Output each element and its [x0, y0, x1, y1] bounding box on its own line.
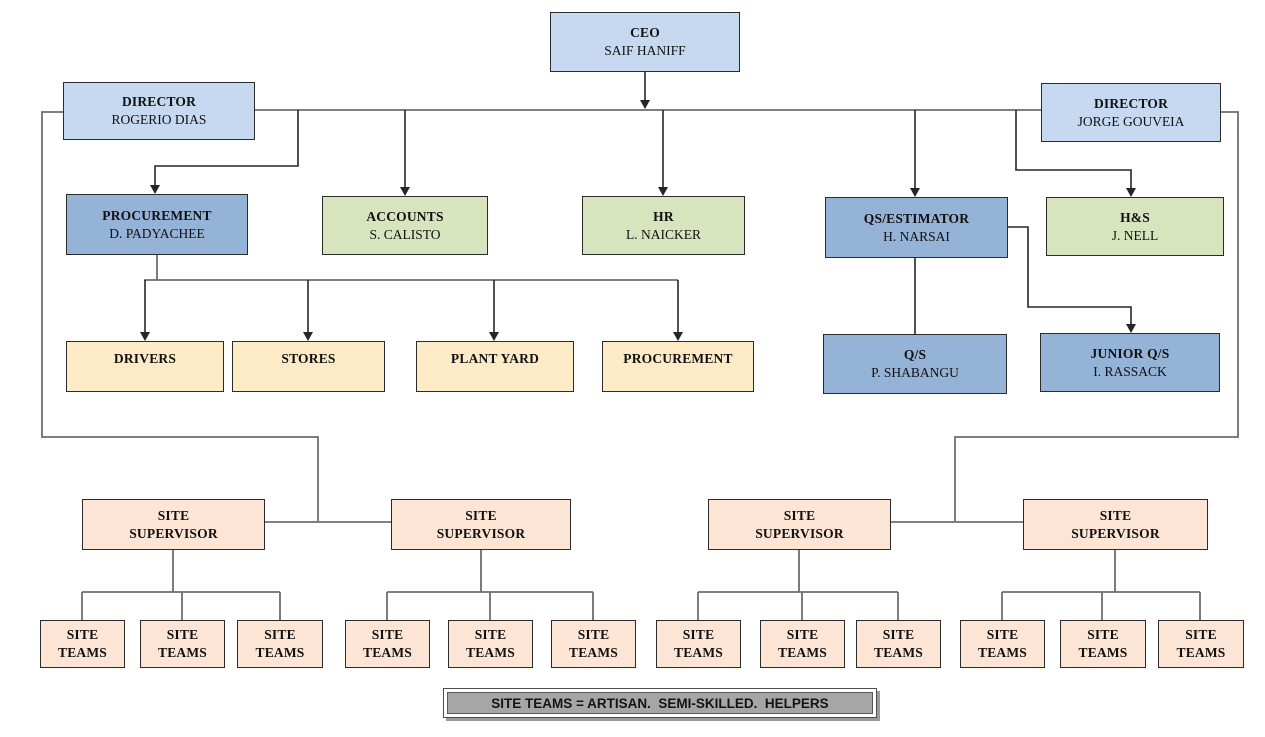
node-site-supervisor-4: SITE SUPERVISOR [1023, 499, 1208, 550]
node-title: SITE TEAMS [673, 627, 723, 660]
node-site-team-7: SITE TEAMS [656, 620, 741, 668]
node-title: SITE SUPERVISOR [755, 507, 844, 541]
node-title: ACCOUNTS [366, 208, 444, 224]
node-title: Q/S [903, 347, 927, 363]
node-name: I. RASSACK [1093, 363, 1167, 379]
node-title: PROCUREMENT [102, 207, 212, 223]
node-junior-qs: JUNIOR Q/S I. RASSACK [1040, 333, 1220, 392]
node-site-team-6: SITE TEAMS [551, 620, 636, 668]
node-site-team-2: SITE TEAMS [140, 620, 225, 668]
node-site-team-10: SITE TEAMS [960, 620, 1045, 668]
node-title: SITE TEAMS [157, 627, 207, 660]
node-title: SITE SUPERVISOR [1071, 507, 1160, 541]
node-director-jorge: DIRECTOR JORGE GOUVEIA [1041, 83, 1221, 142]
node-title: DIRECTOR [121, 94, 197, 110]
node-site-team-12: SITE TEAMS [1158, 620, 1244, 668]
node-title: SITE TEAMS [873, 627, 923, 660]
node-title: SITE SUPERVISOR [129, 507, 218, 541]
node-site-team-11: SITE TEAMS [1060, 620, 1146, 668]
node-site-team-5: SITE TEAMS [448, 620, 533, 668]
node-title: HR [653, 208, 674, 224]
node-name: JORGE GOUVEIA [1077, 113, 1185, 129]
node-name: SAIF HANIFF [604, 43, 686, 58]
node-title: DIRECTOR [1093, 95, 1169, 111]
node-name: ROGERIO DIAS [111, 112, 207, 127]
node-title: PLANT YARD [450, 351, 540, 366]
node-stores: STORES [232, 341, 385, 392]
legend-bar: SITE TEAMS = ARTISAN. SEMI-SKILLED. HELP… [443, 688, 877, 718]
node-site-team-4: SITE TEAMS [345, 620, 430, 668]
node-title: SITE TEAMS [777, 627, 827, 660]
node-site-team-3: SITE TEAMS [237, 620, 323, 668]
node-title: SITE TEAMS [362, 627, 412, 660]
node-procurement-dept: PROCUREMENT [602, 341, 754, 392]
node-qs: Q/S P. SHABANGU [823, 334, 1007, 394]
node-title: SITE TEAMS [1078, 627, 1128, 660]
node-title: SITE TEAMS [57, 627, 107, 660]
legend-text: SITE TEAMS = ARTISAN. SEMI-SKILLED. HELP… [447, 692, 873, 714]
node-health-safety: H&S J. NELL [1046, 197, 1224, 256]
node-name: P. SHABANGU [871, 365, 959, 380]
node-title: SITE TEAMS [1176, 627, 1226, 660]
node-hr: HR L. NAICKER [582, 196, 745, 255]
node-title: SITE SUPERVISOR [436, 507, 526, 541]
node-site-team-9: SITE TEAMS [856, 620, 941, 668]
node-accounts: ACCOUNTS S. CALISTO [322, 196, 488, 255]
node-title: SITE TEAMS [568, 627, 618, 660]
node-site-team-1: SITE TEAMS [40, 620, 125, 668]
node-procurement-manager: PROCUREMENT D. PADYACHEE [66, 194, 248, 255]
node-title: H&S [1120, 209, 1150, 225]
node-title: JUNIOR Q/S [1090, 345, 1170, 361]
node-title: PROCUREMENT [623, 351, 733, 366]
node-title: STORES [281, 351, 336, 366]
node-qs-estimator: QS/ESTIMATOR H. NARSAI [825, 197, 1008, 258]
node-name: S. CALISTO [369, 226, 441, 242]
node-title: CEO [630, 25, 660, 41]
node-ceo: CEO SAIF HANIFF [550, 12, 740, 72]
node-title: QS/ESTIMATOR [863, 210, 970, 226]
node-name: J. NELL [1111, 227, 1159, 243]
node-site-supervisor-2: SITE SUPERVISOR [391, 499, 571, 550]
node-title: DRIVERS [113, 351, 177, 366]
node-drivers: DRIVERS [66, 341, 224, 392]
node-plant-yard: PLANT YARD [416, 341, 574, 392]
node-title: SITE TEAMS [977, 627, 1027, 660]
node-title: SITE TEAMS [255, 627, 305, 660]
node-title: SITE TEAMS [465, 627, 515, 660]
node-name: D. PADYACHEE [109, 225, 205, 241]
node-site-supervisor-3: SITE SUPERVISOR [708, 499, 891, 550]
node-site-team-8: SITE TEAMS [760, 620, 845, 668]
node-site-supervisor-1: SITE SUPERVISOR [82, 499, 265, 550]
node-name: H. NARSAI [883, 228, 950, 244]
node-director-rogerio: DIRECTOR ROGERIO DIAS [63, 82, 255, 140]
node-name: L. NAICKER [626, 226, 701, 242]
